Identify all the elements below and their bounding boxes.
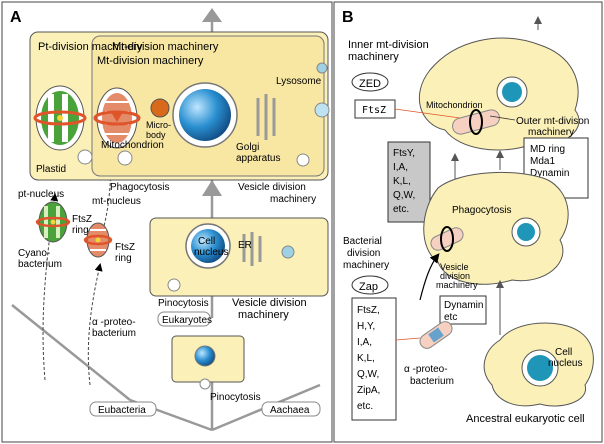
zap-label: Zap [359,281,378,293]
tree-mid-arrowhead [202,180,222,196]
b-mitochondrion [452,109,500,135]
mt-division-label: Mt-division machinery [97,55,204,67]
b-engulfed-bacterium [430,226,464,252]
b-arrow-engulf [419,253,440,301]
phagocytosis-label: Phagocytosis [110,182,169,193]
er-mid [242,232,262,266]
nucleus-top [172,82,238,148]
eukaryotes-tag [157,311,211,327]
eukaryotes-label: Eukaryotes [162,315,212,326]
b-leader-inner [394,108,461,119]
pinocytosis-mid-label: Pinocytosis [158,298,209,309]
vesicle-bottom [296,153,310,167]
lysosome-label: Lysosome [276,76,322,87]
zap-badge [351,275,389,295]
microbody [150,98,170,118]
pino-vesicle-mid [167,278,181,292]
cyanobacterium-label: Cyano-bacterium [18,248,62,270]
golgi-apparatus [256,94,276,140]
zed-badge [351,72,389,92]
plastid-label: Plastid [36,164,66,175]
b-mitochondrion-label: Mitochondrion [426,100,483,110]
ftsz-label: FtsZ [362,105,386,116]
mitochondrion-label: Mitochondrion [101,140,164,151]
pino-vesicle-low [199,378,211,390]
b-alpha-proteo-label: α -proteo-bacterium [404,364,454,387]
phago-vesicle [77,149,93,165]
cyanobacterium [35,201,71,243]
dynamin-box [439,295,487,325]
panel-b-letter: B [342,9,354,26]
bact-list: FtsZ,H,Y,I,A,K,L,Q,W,ZipA,etc. [357,305,380,412]
microbody-label: Micro-body [146,120,171,140]
lysosome [314,102,330,118]
er-label: ER [238,240,252,251]
mt-nucleus-label: mt-nucleus [92,196,141,207]
phago-vesicle [117,150,133,166]
eubacteria-label: Eubacteria [98,405,146,416]
aachaea-label: Aachaea [270,405,310,416]
alpha-proteobacterium-a [83,222,113,258]
b-nucleus-top [502,82,522,102]
plastid [33,85,87,151]
nucleus-mid [185,223,231,269]
aachaea-tag [261,401,321,417]
pt-division-label: Pt-division machinery [38,41,143,53]
mitochondrion-a [93,87,141,149]
bact-list-box [351,297,397,421]
ftsy-box [387,141,431,223]
b-phagocytosis-label: Phagocytosis [452,205,511,216]
b-alpha-proteobacterium [419,321,453,349]
zed-label: ZED [359,78,381,90]
vesicle-mid [281,245,295,259]
b-ancestral-label: Ancestral eukaryotic cell [466,413,585,425]
vesicle-top [316,62,328,74]
b-nucleus-mid [517,223,535,241]
panel-a-letter: A [10,9,22,26]
eubacteria-tag [89,401,157,417]
ftsy-list: FtsY,I,A,K,L,Q,W,etc. [393,148,415,215]
nucleus-low [194,345,216,367]
b-leader-outer [489,115,516,121]
b-leader-bact [395,337,421,341]
alpha-proteobacterium-label: α -proteo-bacterium [92,317,136,339]
pinocytosis-low-label: Pinocytosis [210,392,261,403]
b-nucleus-anc [527,355,553,381]
tree-top-arrowhead [202,8,222,22]
pt-nucleus-label: pt-nucleus [18,189,64,200]
mt-division-label-1: Mt-division machinery [112,41,219,53]
